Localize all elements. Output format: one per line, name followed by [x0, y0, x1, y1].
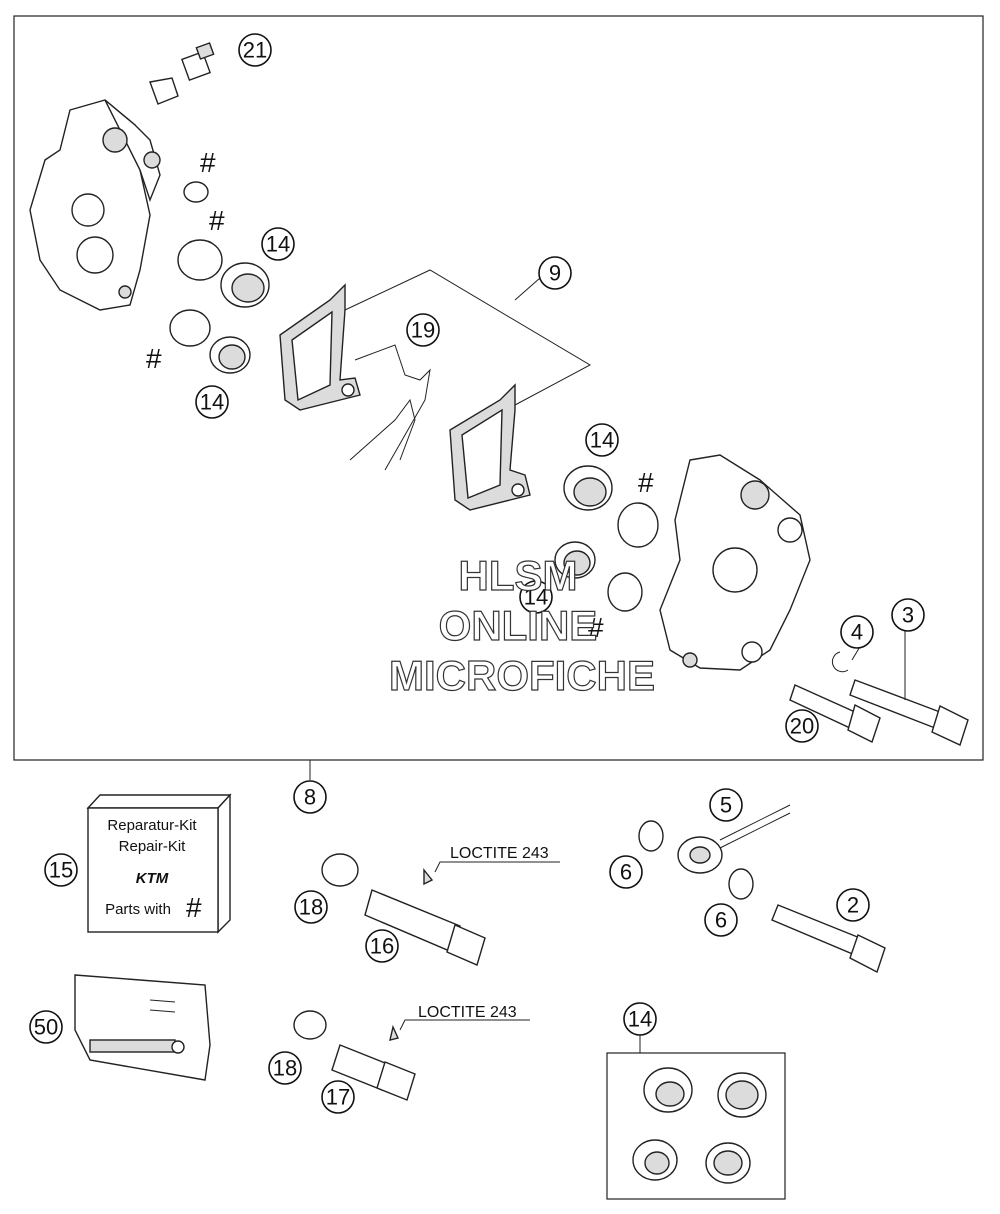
o-ring: [169, 309, 211, 347]
svg-text:21: 21: [243, 38, 267, 63]
callout-16: 16: [365, 929, 399, 963]
pad-spring: [349, 344, 431, 471]
callout-14: 14: [585, 423, 619, 457]
watermark-online: ONLINE: [439, 602, 598, 649]
callout-15: 15: [44, 853, 78, 887]
callout-19: 19: [406, 313, 440, 347]
caliper-half-left: [29, 99, 161, 311]
svg-text:5: 5: [720, 793, 732, 818]
ktm-logo: KTM: [136, 870, 169, 887]
callout-2: 2: [836, 888, 870, 922]
callout-21: 21: [238, 33, 272, 67]
watermark-microfiche: MICROFICHE: [389, 652, 655, 699]
svg-text:16: 16: [370, 934, 394, 959]
watermark-hlsm: HLSM: [459, 552, 578, 599]
piston: [554, 541, 596, 579]
caliper-half-right: [659, 454, 811, 671]
hash-marker: #: [146, 343, 162, 374]
brake-pad: [279, 283, 361, 411]
svg-text:3: 3: [902, 603, 914, 628]
piston: [220, 262, 270, 308]
svg-text:2: 2: [847, 893, 859, 918]
hash-marker: #: [200, 147, 216, 178]
svg-text:4: 4: [851, 620, 863, 645]
svg-text:14: 14: [590, 428, 614, 453]
callout-18: 18: [268, 1051, 302, 1085]
mounting-bolt: [364, 868, 486, 966]
svg-text:6: 6: [715, 908, 727, 933]
piston: [643, 1067, 693, 1113]
piston-kit-frame: [606, 1052, 786, 1200]
mounting-bolt: [331, 1024, 416, 1101]
washer: [638, 820, 664, 852]
o-ring: [177, 239, 223, 281]
svg-text:14: 14: [200, 390, 224, 415]
banjo-bolt: [771, 904, 886, 973]
assembly-tool: [74, 974, 211, 1081]
o-ring: [183, 181, 209, 203]
banjo-fitting: [677, 804, 791, 874]
callout-14: 14: [623, 1002, 657, 1036]
washer: [293, 1010, 327, 1040]
svg-text:15: 15: [49, 858, 73, 883]
callout-8: 8: [293, 780, 327, 814]
piston: [717, 1072, 767, 1118]
svg-text:6: 6: [620, 860, 632, 885]
piston: [705, 1142, 751, 1184]
hash-marker: #: [209, 205, 225, 236]
svg-text:20: 20: [790, 714, 814, 739]
callout-14: 14: [261, 227, 295, 261]
piston: [632, 1139, 678, 1181]
callout-14: 14: [195, 385, 229, 419]
svg-text:14: 14: [266, 232, 290, 257]
repair-kit-box: [86, 793, 232, 934]
washer: [321, 853, 359, 887]
repair-kit-title-de: Reparatur-Kit: [107, 817, 197, 834]
hash-marker: #: [186, 892, 202, 923]
brake-pad: [449, 383, 531, 511]
hash-marker: #: [588, 612, 604, 643]
svg-text:8: 8: [304, 785, 316, 810]
callout-4: 4: [840, 615, 874, 649]
repair-kit-parts-with: Parts with: [105, 901, 171, 918]
callout-6: 6: [609, 855, 643, 889]
svg-text:14: 14: [628, 1007, 652, 1032]
callout-50: 50: [29, 1010, 63, 1044]
svg-text:17: 17: [326, 1085, 350, 1110]
piston: [563, 465, 613, 511]
svg-text:9: 9: [549, 261, 561, 286]
caliper-pin: [849, 630, 969, 746]
callout-20: 20: [785, 709, 819, 743]
callout-18: 18: [294, 890, 328, 924]
callout-5: 5: [709, 788, 743, 822]
bleeder-screw: [149, 42, 215, 105]
loctite-label: LOCTITE 243: [450, 845, 549, 862]
o-ring: [607, 572, 643, 612]
svg-text:50: 50: [34, 1015, 58, 1040]
callout-9: 9: [538, 256, 572, 290]
callout-14: 14: [519, 580, 553, 614]
callout-17: 17: [321, 1080, 355, 1114]
repair-kit-title-en: Repair-Kit: [119, 838, 187, 855]
callout-6: 6: [704, 903, 738, 937]
svg-text:18: 18: [273, 1056, 297, 1081]
svg-text:18: 18: [299, 895, 323, 920]
caliper-assembly-frame: [13, 15, 984, 761]
svg-text:19: 19: [411, 318, 435, 343]
o-ring: [617, 502, 659, 548]
svg-text:14: 14: [524, 585, 548, 610]
hash-marker: #: [638, 467, 654, 498]
circlip: [831, 651, 849, 673]
piston: [209, 336, 251, 374]
callout-3: 3: [891, 598, 925, 632]
loctite-label: LOCTITE 243: [418, 1004, 517, 1021]
washer: [728, 868, 754, 900]
caliper-bolt: [789, 684, 881, 743]
